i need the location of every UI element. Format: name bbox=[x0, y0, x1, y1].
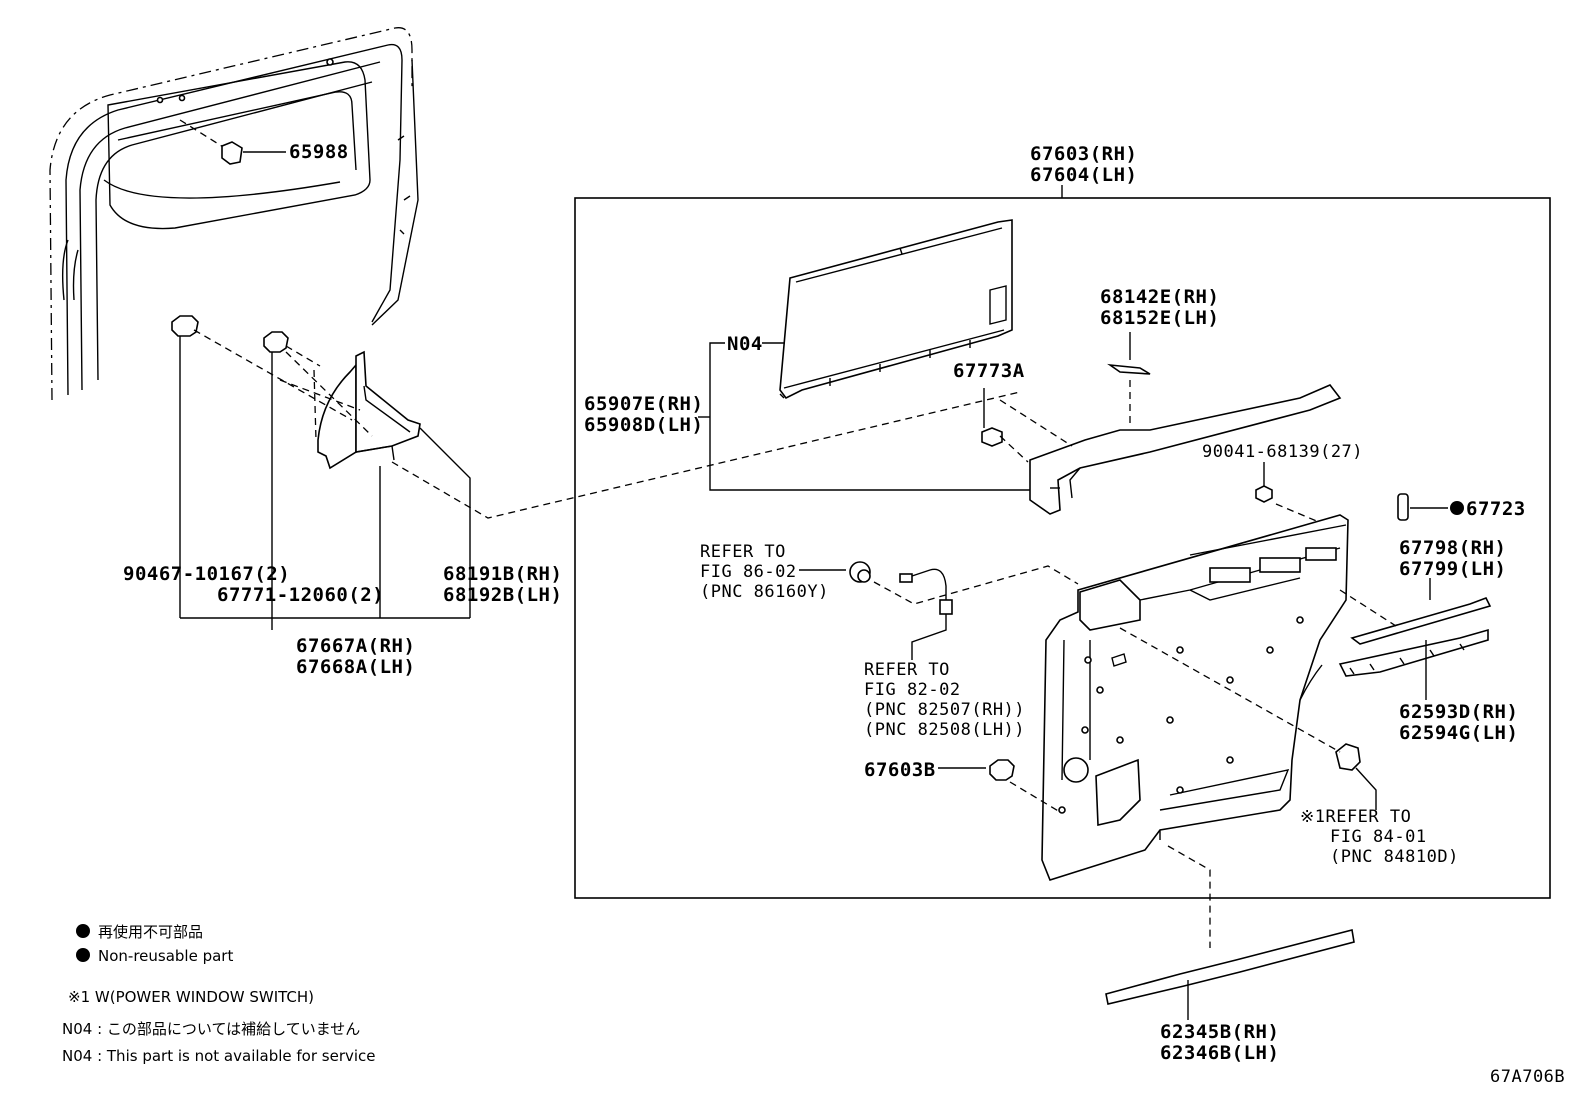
label-68152e: 68152E(LH) bbox=[1100, 307, 1219, 329]
label-67667a: 67667A(RH) bbox=[296, 635, 415, 657]
label-67799: 67799(LH) bbox=[1399, 558, 1506, 580]
label-62593d: 62593D(RH) bbox=[1399, 701, 1518, 723]
label-65907e: 65907E(RH) bbox=[584, 393, 703, 415]
clips-90467 bbox=[171, 315, 289, 353]
ref-82-line4: (PNC 82508(LH)) bbox=[864, 720, 1025, 740]
ref-82-line3: (PNC 82507(RH)) bbox=[864, 700, 1025, 720]
legend-n04-en: N04 : This part is not available for ser… bbox=[62, 1047, 376, 1065]
door-frame-drawing bbox=[49, 27, 419, 401]
ref-84-line3: (PNC 84810D) bbox=[1330, 847, 1459, 867]
scuff-plate-62345b bbox=[1105, 929, 1355, 1005]
ref-86-line3: (PNC 86160Y) bbox=[700, 582, 829, 602]
ref-86-line2: FIG 86-02 bbox=[700, 562, 797, 582]
label-67603rh: 67603(RH) bbox=[1030, 143, 1137, 165]
label-67723: 67723 bbox=[1466, 498, 1526, 520]
ref-82-line1: REFER TO bbox=[864, 660, 950, 680]
label-67773a: 67773A bbox=[953, 360, 1025, 382]
trim-68142e bbox=[1107, 363, 1151, 424]
label-67668a: 67668A(LH) bbox=[296, 656, 415, 678]
wire-harness-82507 bbox=[899, 568, 953, 660]
ref-82-line2: FIG 82-02 bbox=[864, 680, 961, 700]
ref-86-line1: REFER TO bbox=[700, 542, 786, 562]
legend-n04-jp: N04 : この部品については補給していません bbox=[62, 1020, 360, 1038]
door-trim-panel bbox=[1041, 514, 1349, 881]
label-n04: N04 bbox=[727, 333, 763, 355]
label-68191b: 68191B(RH) bbox=[443, 563, 562, 585]
nonreusable-dot-67723 bbox=[1450, 501, 1464, 515]
label-90467: 90467-10167(2) bbox=[123, 563, 290, 585]
label-62346b: 62346B(LH) bbox=[1160, 1042, 1279, 1064]
legend-dot-en bbox=[76, 948, 90, 962]
label-65988: 65988 bbox=[289, 141, 349, 163]
label-90041: 90041-68139(27) bbox=[1202, 442, 1363, 462]
label-62345b: 62345B(RH) bbox=[1160, 1021, 1279, 1043]
label-68142e: 68142E(RH) bbox=[1100, 286, 1219, 308]
label-67798: 67798(RH) bbox=[1399, 537, 1506, 559]
label-67771: 67771-12060(2) bbox=[217, 584, 384, 606]
legend-nonreusable-jp: 再使用不可部品 bbox=[98, 923, 203, 941]
legend-note1: ※1 W(POWER WINDOW SWITCH) bbox=[68, 988, 314, 1006]
label-68192b: 68192B(LH) bbox=[443, 584, 562, 606]
pillar-garnish-67667a bbox=[317, 350, 421, 470]
speaker-86160y bbox=[849, 561, 871, 583]
label-62594g: 62594G(LH) bbox=[1399, 722, 1518, 744]
ref-84-line1: ※1REFER TO bbox=[1300, 807, 1411, 827]
upper-trim-67773a bbox=[981, 384, 1342, 515]
legend-nonreusable-en: Non-reusable part bbox=[98, 947, 233, 965]
ref-84-line2: FIG 84-01 bbox=[1330, 827, 1427, 847]
pin-67723 bbox=[1397, 493, 1409, 521]
label-65908d: 65908D(LH) bbox=[584, 414, 703, 436]
clip-67603b bbox=[989, 759, 1015, 781]
label-67603b: 67603B bbox=[864, 759, 936, 781]
armrest-62593d bbox=[1338, 628, 1489, 677]
clip-90041 bbox=[1255, 485, 1273, 503]
figure-code: 67A706B bbox=[1490, 1067, 1565, 1087]
clip-65988 bbox=[179, 119, 286, 165]
switch-84810d bbox=[1335, 743, 1361, 771]
legend-dot-jp bbox=[76, 924, 90, 938]
sunshade-n04 bbox=[779, 219, 1013, 400]
trim-67798 bbox=[1350, 596, 1492, 645]
label-67604lh: 67604(LH) bbox=[1030, 164, 1137, 186]
